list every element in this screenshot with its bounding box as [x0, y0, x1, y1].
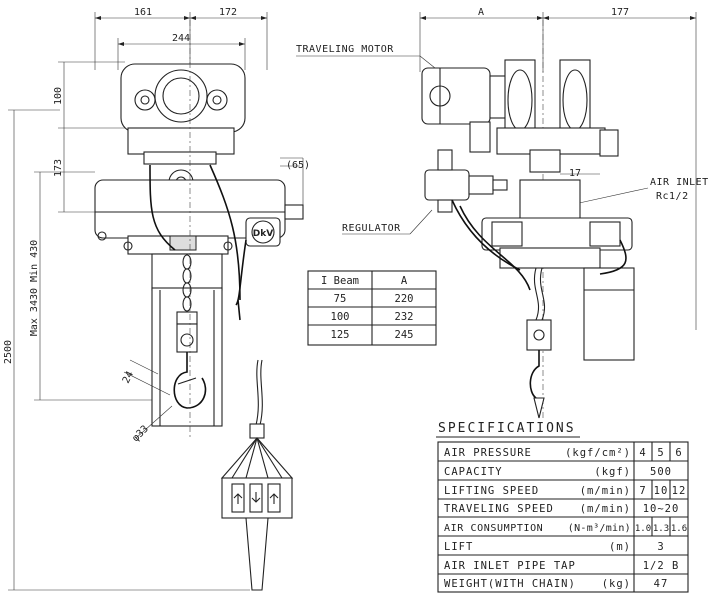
dim-244: 244 [172, 33, 190, 44]
spec-value: 12 [672, 485, 687, 497]
dim-2500: 2500 [3, 340, 14, 364]
dim-173: 173 [53, 159, 64, 177]
dim-24: 24 [121, 370, 136, 386]
spec-label: LIFTING SPEED [444, 485, 539, 497]
spec-unit: (kg) [602, 578, 631, 590]
beam-cell: 125 [331, 329, 350, 341]
spec-unit: (m/min) [580, 485, 631, 497]
chain [182, 254, 192, 312]
spec-value: 6 [675, 447, 682, 459]
beam-cell: 100 [331, 311, 350, 323]
spec-unit: (kgf/cm²) [565, 447, 631, 459]
spec-label: LIFT [444, 541, 473, 553]
dim-max-min: Max 3430 Min 430 [29, 240, 40, 336]
spec-unit: (m) [609, 541, 631, 553]
dim-65: (65) [286, 160, 310, 171]
spec-value: 1.0 [635, 524, 651, 534]
side-view: A 177 TRAVELING MOTOR REGULATOR AIR INLE… [296, 7, 709, 420]
beam-cell: 245 [395, 329, 414, 341]
spec-value: 1.3 [653, 524, 669, 534]
beam-header-a: A [401, 275, 408, 287]
spec-value: 4 [639, 447, 646, 459]
beam-cell: 220 [395, 293, 414, 305]
beam-cell: 232 [395, 311, 414, 323]
spec-value: 1/2 B [643, 560, 680, 572]
spec-value: 1.6 [671, 524, 687, 534]
spec-label: AIR PRESSURE [444, 447, 532, 459]
spec-label: AIR INLET PIPE TAP [444, 560, 576, 572]
dim-161: 161 [134, 7, 152, 18]
spec-label: AIR CONSUMPTION [444, 523, 543, 534]
label-air-inlet-size: Rc1/2 [656, 191, 689, 202]
dim-100: 100 [53, 87, 64, 105]
dim-177: 177 [611, 7, 629, 18]
front-view: 161 172 244 100 173 Max 3430 Min 430 250… [3, 7, 310, 591]
dim-172: 172 [219, 7, 237, 18]
spec-value: 10 [654, 485, 669, 497]
dim-17: 17 [569, 168, 581, 179]
spec-value: 500 [650, 466, 672, 478]
spec-label: TRAVELING SPEED [444, 503, 554, 515]
spec-unit: (kgf) [594, 466, 631, 478]
dim-phi33: φ33 [130, 424, 151, 445]
spec-value: 5 [657, 447, 664, 459]
beam-table: I Beam A 75 220 100 232 125 245 [307, 270, 437, 346]
spec-value: 10~20 [643, 503, 680, 515]
label-regulator: REGULATOR [342, 223, 401, 234]
spec-unit: (m/min) [580, 503, 631, 515]
beam-cell: 75 [334, 293, 347, 305]
spec-label: CAPACITY [444, 466, 503, 478]
dim-A: A [478, 7, 484, 18]
spec-title: SPECIFICATIONS [438, 421, 576, 436]
label-air-inlet: AIR INLET [650, 177, 709, 188]
dkv-badge: DkV [253, 229, 273, 239]
spec-unit: (N-m³/min) [568, 523, 631, 534]
beam-header-ibeam: I Beam [321, 275, 359, 287]
spec-value: 47 [654, 578, 669, 590]
spec-label: WEIGHT(WITH CHAIN) [444, 578, 576, 590]
specifications-table: SPECIFICATIONS AIR PRESSURE (kgf/cm²) 4 … [436, 421, 689, 593]
spec-value: 3 [657, 541, 664, 553]
label-traveling-motor: TRAVELING MOTOR [296, 44, 394, 55]
spec-value: 7 [639, 485, 646, 497]
